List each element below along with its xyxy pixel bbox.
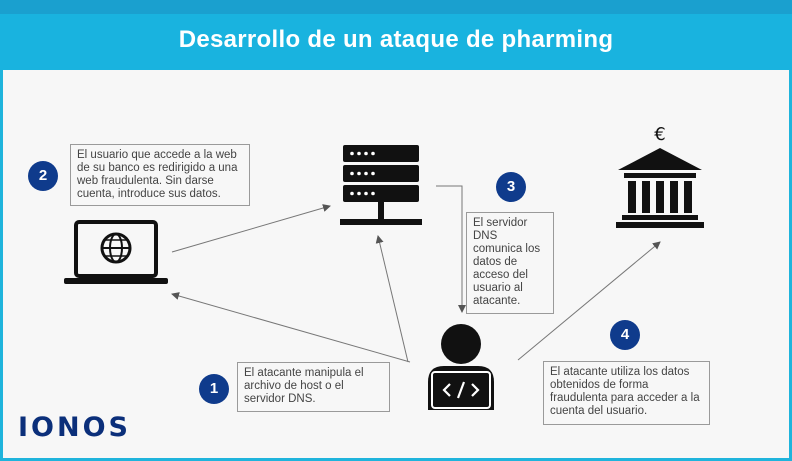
step-4-note: El atacante utiliza los datos obtenidos … [543,361,710,425]
server-icon [340,145,422,225]
arrow-attacker-to-laptop [171,292,411,363]
arrow-attacker-to-server [375,235,409,363]
arrow-attacker-to-bank [517,241,661,361]
bank-icon: € [616,124,704,228]
header-bar: Desarrollo de un ataque de pharming [0,0,792,70]
step-1-note: El atacante manipula el archivo de host … [237,362,390,412]
ionos-logo: IONOS [18,412,131,443]
euro-symbol-icon: € [654,124,665,145]
hacker-icon [428,324,494,410]
page-title: Desarrollo de un ataque de pharming [178,26,614,53]
arrow-server-to-attacker [436,185,466,313]
step-1-badge: 1 [199,374,229,404]
step-2-note: El usuario que accede a la web de su ban… [70,144,250,206]
step-3-badge: 3 [496,172,526,202]
step-4-badge: 4 [610,320,640,350]
header-strip [0,0,792,14]
globe-icon [100,232,132,264]
step-2-badge: 2 [28,161,58,191]
code-icon [442,381,480,399]
step-3-note: El servidor DNS comunica los datos de ac… [466,212,554,314]
arrow-laptop-to-server [171,204,331,253]
laptop-icon [64,220,168,284]
